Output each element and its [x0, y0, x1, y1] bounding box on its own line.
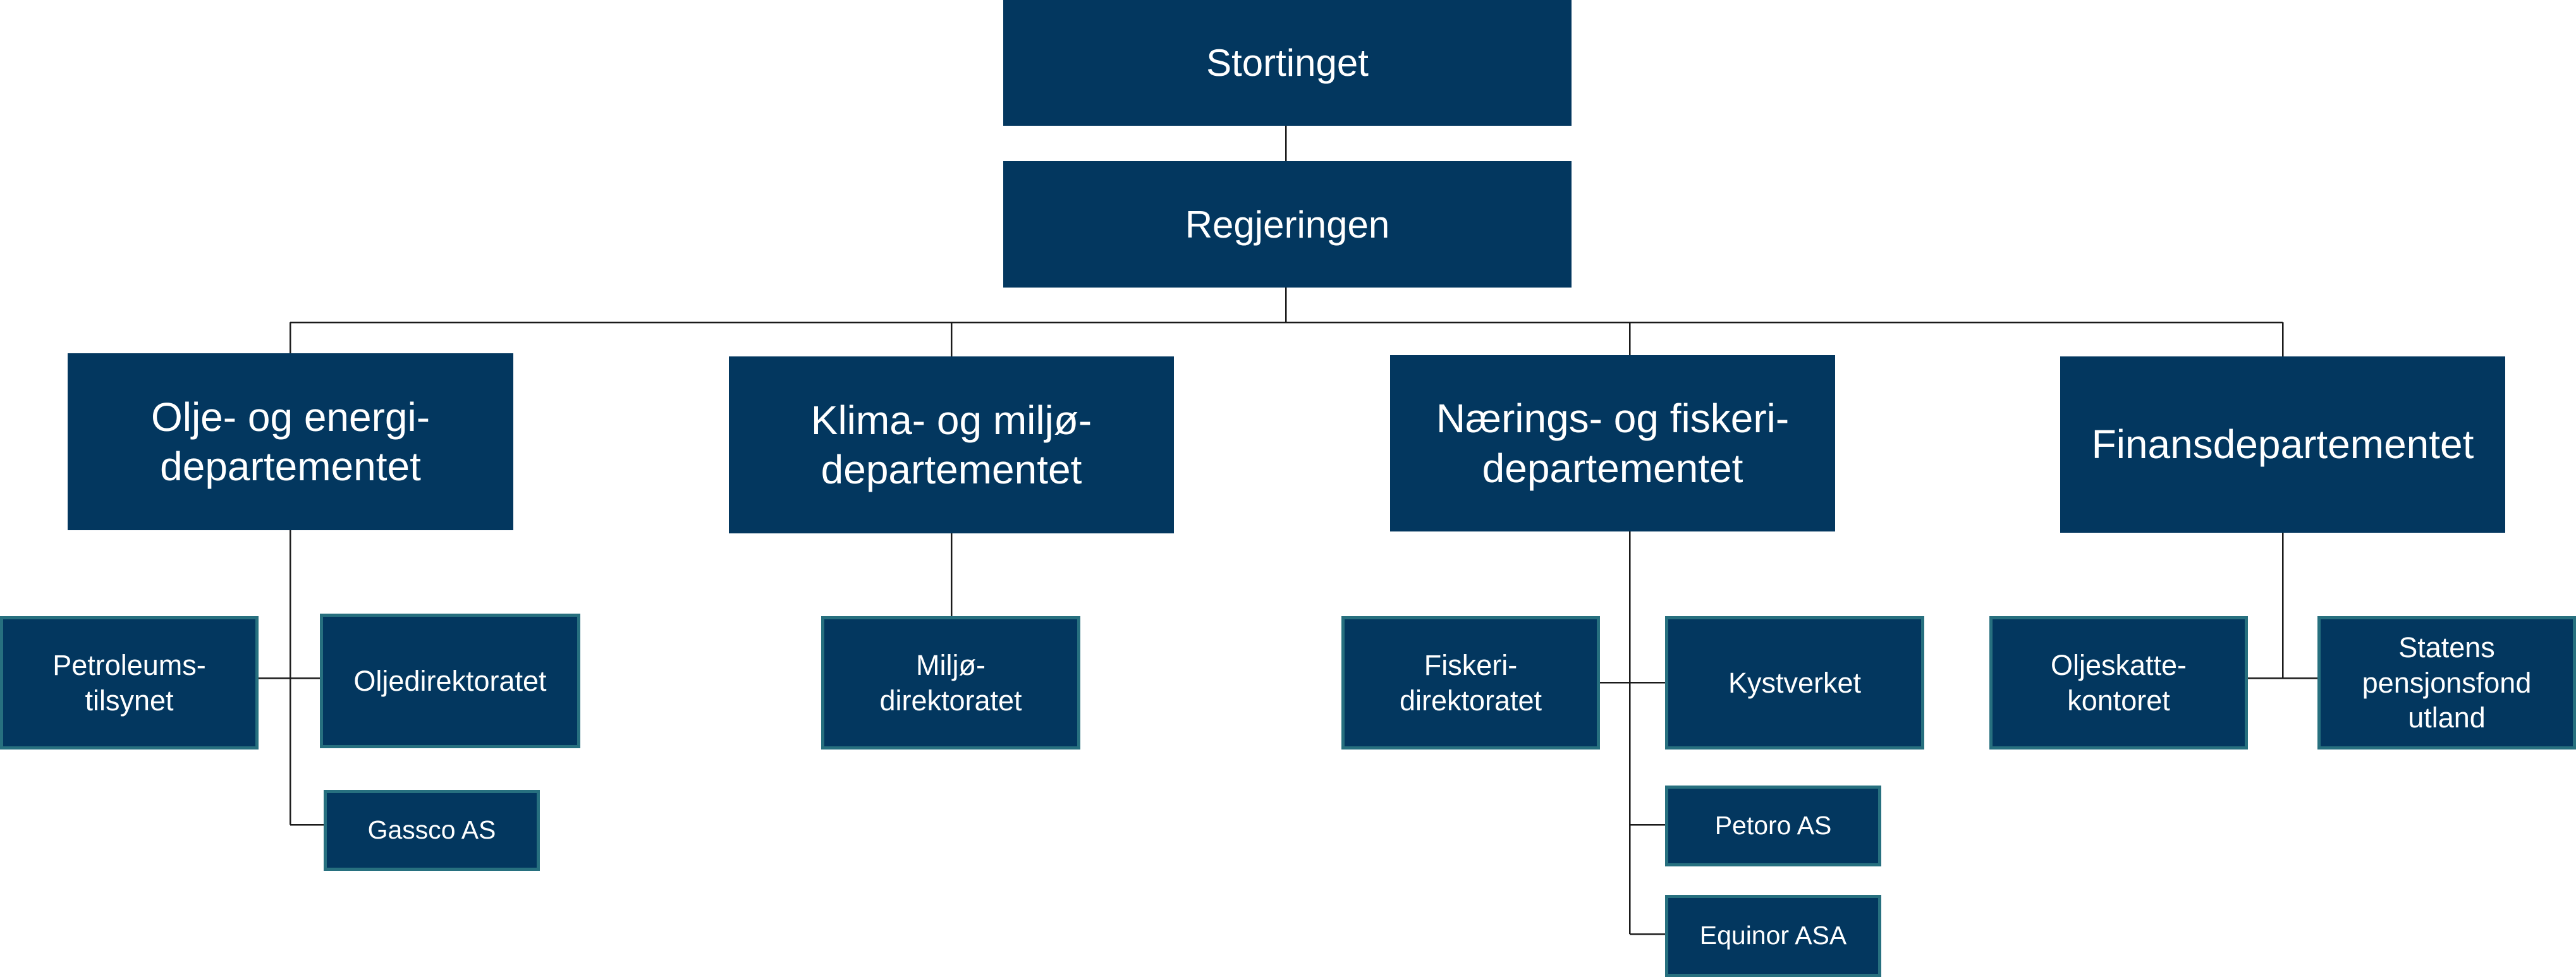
- ministry-naerings-og-fiskeri-box: Nærings- og fiskeri- departementet: [1390, 355, 1835, 531]
- agency-oljedirektoratet-label: Oljedirektoratet: [353, 664, 547, 697]
- agency-fiskeridirektoratet-box: Fiskeri- direktoratet: [1341, 616, 1600, 749]
- ministry-naerings-og-fiskeri-label: Nærings- og fiskeri- departementet: [1436, 396, 1790, 491]
- company-equinor-box: Equinor ASA: [1665, 895, 1881, 977]
- fund-statens-pensjonsfond-utland-label: Statens pensjonsfond utland: [2362, 631, 2532, 734]
- ministry-klima-og-miljo-label: Klima- og miljø- departementet: [810, 397, 1092, 492]
- stortinget-label: Stortinget: [1206, 42, 1369, 84]
- company-equinor-label: Equinor ASA: [1699, 921, 1847, 950]
- company-gassco-label: Gassco AS: [367, 815, 496, 845]
- fund-statens-pensjonsfond-utland-box: Statens pensjonsfond utland: [2317, 616, 2576, 749]
- agency-miljodirektoratet-label: Miljø- direktoratet: [879, 648, 1022, 717]
- agency-oljeskattekontoret-box: Oljeskatte- kontoret: [1989, 616, 2248, 749]
- agency-oljedirektoratet-box: Oljedirektoratet: [320, 614, 580, 748]
- ministry-klima-og-miljo-box: Klima- og miljø- departementet: [729, 356, 1174, 533]
- ministry-olje-og-energi-label: Olje- og energi- departementet: [150, 394, 430, 489]
- ministry-finans-label: Finansdepartementet: [2091, 422, 2474, 468]
- agency-petroleumstilsynet-box: Petroleums- tilsynet: [0, 616, 259, 749]
- regjeringen-box: Regjeringen: [1003, 161, 1572, 288]
- company-petoro-label: Petoro AS: [1714, 811, 1832, 840]
- agency-miljodirektoratet-box: Miljø- direktoratet: [821, 616, 1080, 749]
- agency-kystverket-label: Kystverket: [1728, 666, 1862, 699]
- agency-oljeskattekontoret-label: Oljeskatte- kontoret: [2050, 648, 2187, 717]
- agency-kystverket-box: Kystverket: [1665, 616, 1924, 749]
- regjeringen-label: Regjeringen: [1185, 203, 1390, 246]
- agency-fiskeridirektoratet-label: Fiskeri- direktoratet: [1399, 648, 1542, 717]
- ministry-finans-box: Finansdepartementet: [2060, 356, 2505, 533]
- stortinget-box: Stortinget: [1003, 0, 1572, 126]
- agency-petroleumstilsynet-label: Petroleums- tilsynet: [52, 648, 206, 717]
- company-petoro-box: Petoro AS: [1665, 786, 1881, 866]
- company-gassco-box: Gassco AS: [324, 790, 540, 871]
- ministry-olje-og-energi-box: Olje- og energi- departementet: [68, 353, 513, 530]
